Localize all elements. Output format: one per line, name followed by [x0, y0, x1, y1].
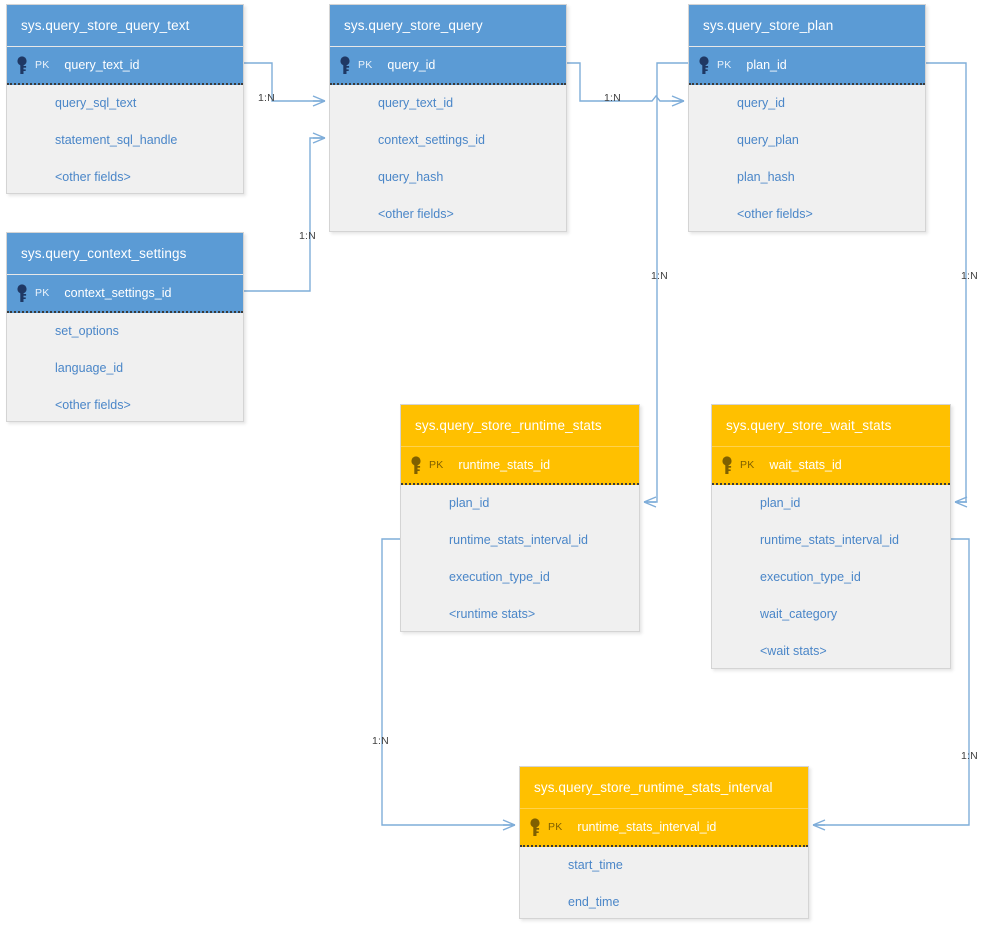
pk-tag: PK	[548, 821, 563, 833]
entity-query-store-wait-stats[interactable]: sys.query_store_wait_stats PK wait_stats…	[711, 404, 951, 669]
pk-field-name: query_text_id	[64, 58, 140, 72]
pk-field-name: wait_stats_id	[769, 458, 842, 472]
field-row: start_time	[568, 858, 623, 872]
field-row: query_hash	[378, 170, 444, 184]
field-row: <other fields>	[737, 207, 813, 221]
pk-field-name: query_id	[387, 58, 436, 72]
entity-query-store-runtime-stats[interactable]: sys.query_store_runtime_stats PK runtime…	[400, 404, 640, 632]
pk-tag: PK	[358, 59, 373, 71]
entity-primary-key-row[interactable]: PK context_settings_id	[7, 275, 243, 313]
entity-title: sys.query_store_runtime_stats	[401, 405, 639, 447]
relationship-label-text-query: 1:N	[258, 92, 275, 104]
key-icon	[17, 55, 35, 75]
pk-tag: PK	[717, 59, 732, 71]
entity-title: sys.query_context_settings	[7, 233, 243, 275]
key-icon	[17, 283, 35, 303]
field-row: <wait stats>	[760, 644, 827, 658]
field-row: plan_id	[449, 496, 490, 510]
entity-primary-key-row[interactable]: PK runtime_stats_interval_id	[520, 809, 808, 847]
pk-tag: PK	[35, 59, 50, 71]
entity-title: sys.query_store_runtime_stats_interval	[520, 767, 808, 809]
field-row: context_settings_id	[378, 133, 486, 147]
pk-field-name: context_settings_id	[64, 286, 172, 300]
connector-plan-to-runtime	[643, 62, 688, 508]
key-icon	[699, 55, 717, 75]
entity-query-store-runtime-stats-interval[interactable]: sys.query_store_runtime_stats_interval P…	[519, 766, 809, 919]
field-row: wait_category	[760, 607, 838, 621]
entity-title: sys.query_store_wait_stats	[712, 405, 950, 447]
key-icon	[411, 455, 429, 475]
field-row: <runtime stats>	[449, 607, 536, 621]
pk-tag: PK	[429, 459, 444, 471]
field-row: language_id	[55, 361, 124, 375]
entity-fields: start_time end_time	[520, 847, 808, 921]
relationship-label-plan-runtime: 1:N	[651, 270, 668, 282]
relationship-label-plan-wait: 1:N	[961, 270, 978, 282]
entity-primary-key-row[interactable]: PK query_text_id	[7, 47, 243, 85]
entity-fields: query_text_id context_settings_id query_…	[330, 85, 566, 233]
connector-text-to-query	[244, 62, 326, 107]
entity-query-store-query[interactable]: sys.query_store_query PK query_id query_…	[329, 4, 567, 232]
field-row: set_options	[55, 324, 119, 338]
key-icon	[722, 455, 740, 475]
entity-query-context-settings[interactable]: sys.query_context_settings PK context_se…	[6, 232, 244, 422]
entity-title: sys.query_store_query	[330, 5, 566, 47]
field-row: plan_hash	[737, 170, 795, 184]
entity-query-store-plan[interactable]: sys.query_store_plan PK plan_id query_id…	[688, 4, 926, 232]
key-icon	[530, 817, 548, 837]
key-icon	[340, 55, 358, 75]
entity-fields: plan_id runtime_stats_interval_id execut…	[401, 485, 639, 633]
entity-fields: set_options language_id <other fields>	[7, 313, 243, 424]
field-row: query_id	[737, 96, 785, 110]
pk-field-name: runtime_stats_interval_id	[577, 820, 717, 834]
pk-field-name: runtime_stats_id	[458, 458, 551, 472]
pk-tag: PK	[740, 459, 755, 471]
field-row: runtime_stats_interval_id	[449, 533, 588, 547]
entity-query-store-query-text[interactable]: sys.query_store_query_text PK query_text…	[6, 4, 244, 194]
field-row: plan_id	[760, 496, 801, 510]
field-row: <other fields>	[55, 170, 131, 184]
entity-title: sys.query_store_plan	[689, 5, 925, 47]
field-row: <other fields>	[378, 207, 454, 221]
pk-tag: PK	[35, 287, 50, 299]
connector-context-to-query	[244, 132, 326, 292]
connector-query-to-plan	[567, 62, 685, 107]
field-row: end_time	[568, 895, 620, 909]
relationship-label-interval-runtime: 1:N	[372, 735, 389, 747]
entity-primary-key-row[interactable]: PK plan_id	[689, 47, 925, 85]
field-row: runtime_stats_interval_id	[760, 533, 899, 547]
entity-primary-key-row[interactable]: PK wait_stats_id	[712, 447, 950, 485]
pk-field-name: plan_id	[746, 58, 787, 72]
field-row: query_sql_text	[55, 96, 137, 110]
entity-primary-key-row[interactable]: PK runtime_stats_id	[401, 447, 639, 485]
relationship-label-context-query: 1:N	[299, 230, 316, 242]
field-row: <other fields>	[55, 398, 131, 412]
relationship-label-query-plan: 1:N	[604, 92, 621, 104]
field-row: execution_type_id	[449, 570, 550, 584]
field-row: statement_sql_handle	[55, 133, 178, 147]
entity-primary-key-row[interactable]: PK query_id	[330, 47, 566, 85]
entity-fields: query_id query_plan plan_hash <other fie…	[689, 85, 925, 233]
field-row: query_plan	[737, 133, 799, 147]
relationship-label-interval-wait: 1:N	[961, 750, 978, 762]
entity-title: sys.query_store_query_text	[7, 5, 243, 47]
field-row: execution_type_id	[760, 570, 861, 584]
field-row: query_text_id	[378, 96, 454, 110]
entity-fields: plan_id runtime_stats_interval_id execut…	[712, 485, 950, 670]
entity-fields: query_sql_text statement_sql_handle <oth…	[7, 85, 243, 196]
